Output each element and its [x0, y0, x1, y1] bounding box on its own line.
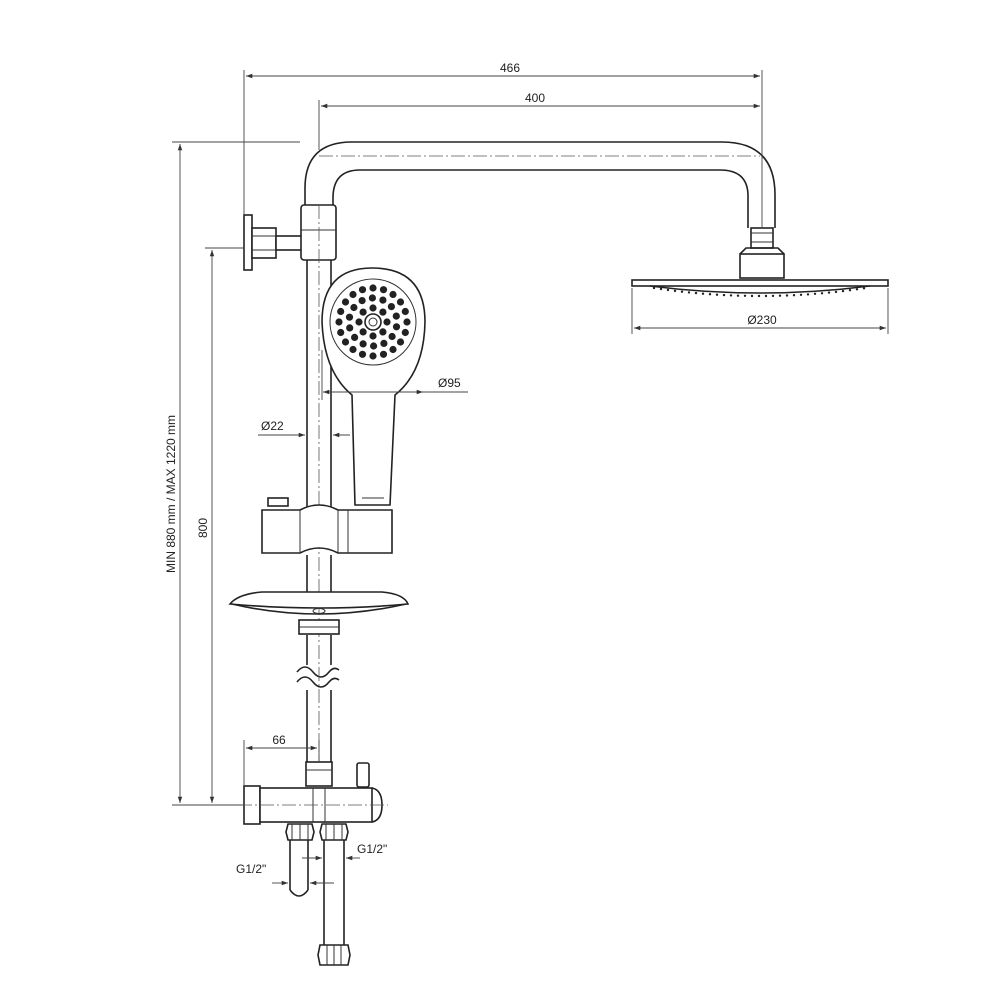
rain-nozzle-dot: [806, 293, 810, 296]
rain-nozzle-dot: [652, 286, 656, 290]
nozzle-dot: [387, 303, 395, 311]
rain-nozzle-dot: [862, 287, 866, 290]
rain-nozzle-dot: [855, 288, 859, 291]
hand-shower-holder: [261, 497, 393, 554]
nozzle-dot: [369, 304, 377, 312]
rain-nozzle-dot: [771, 294, 775, 298]
rain-shower-head: [631, 227, 889, 298]
inlet-connections: [285, 823, 351, 966]
nozzle-dot: [369, 284, 377, 292]
nozzle-dot: [341, 298, 350, 306]
rain-nozzle-dot: [715, 293, 719, 296]
dimension-lines: [172, 70, 889, 886]
nozzle-dot: [401, 328, 409, 337]
soap-dish: [228, 591, 410, 635]
rain-nozzle-dot: [757, 294, 761, 298]
nozzle-dot: [349, 290, 357, 299]
rain-nozzle-dot: [673, 289, 677, 293]
nozzle-dot: [341, 338, 350, 346]
nozzle-dot: [351, 333, 359, 341]
nozzle-dot: [359, 328, 367, 336]
nozzle-dot: [359, 340, 367, 348]
nozzle-dot: [370, 342, 378, 350]
nozzle-dot: [335, 318, 343, 326]
nozzle-dot: [379, 296, 387, 304]
nozzle-dot: [369, 332, 377, 340]
dim-label-height-range: MIN 880 mm / MAX 1220 mm: [164, 415, 178, 573]
wall-bracket-top: [243, 214, 305, 271]
rain-nozzle-dot: [701, 292, 705, 295]
dim-label-thread-right: G1/2": [357, 842, 387, 856]
rain-head-nozzles: [652, 286, 866, 298]
dim-label-hand-shower-diameter: Ø95: [438, 376, 461, 390]
nozzle-dot: [358, 286, 367, 294]
rain-nozzle-dot: [799, 293, 803, 296]
rain-nozzle-dot: [694, 291, 698, 295]
nozzle-dot: [359, 308, 367, 316]
nozzle-dot: [379, 350, 388, 358]
dim-label-rail-height: 800: [196, 518, 210, 538]
rain-nozzle-dot: [813, 292, 817, 295]
rain-nozzle-dot: [722, 293, 726, 297]
rain-nozzle-dot: [764, 294, 768, 298]
nozzle-dot: [392, 323, 401, 331]
hand-shower-nozzles: [335, 284, 411, 360]
rain-nozzle-dot: [792, 294, 796, 297]
nozzle-dot: [358, 350, 367, 358]
nozzle-dot: [369, 352, 377, 360]
rain-nozzle-dot: [736, 294, 740, 297]
rain-nozzle-dot: [687, 291, 691, 294]
rain-nozzle-dot: [659, 287, 663, 291]
dim-label-rail-diameter: Ø22: [261, 419, 284, 433]
dim-label-outlet-offset: 66: [272, 733, 286, 747]
rain-nozzle-dot: [729, 294, 733, 297]
nozzle-dot: [350, 303, 358, 312]
nozzle-dot: [383, 318, 391, 326]
overhead-arm: [304, 141, 776, 228]
nozzle-dot: [349, 345, 357, 354]
rain-nozzle-dot: [750, 294, 754, 298]
nozzle-dot: [401, 307, 409, 316]
nozzle-dot: [379, 328, 387, 336]
rain-nozzle-dot: [834, 290, 838, 294]
nozzle-dot: [358, 297, 366, 305]
rain-nozzle-dot: [785, 294, 789, 297]
rain-nozzle-dot: [841, 289, 845, 293]
nozzle-dot: [396, 298, 405, 306]
nozzle-dot: [392, 312, 400, 320]
nozzle-dot: [379, 308, 387, 316]
nozzle-dot: [388, 332, 396, 341]
rain-nozzle-dot: [666, 288, 670, 292]
nozzle-dot: [368, 294, 376, 302]
nozzle-dot: [379, 286, 388, 294]
rain-nozzle-dot: [708, 293, 712, 296]
dim-label-head-diameter: Ø230: [747, 313, 777, 327]
nozzle-dot: [345, 313, 354, 321]
nozzle-dot: [396, 338, 405, 346]
rain-nozzle-dot: [778, 294, 782, 297]
nozzle-dot: [389, 345, 397, 354]
dim-label-466: 466: [500, 61, 520, 75]
rain-nozzle-dot: [743, 294, 747, 297]
nozzle-dot: [346, 324, 354, 332]
nozzle-dot: [337, 307, 345, 316]
dim-label-thread-left: G1/2": [236, 862, 266, 876]
rain-nozzle-dot: [680, 290, 684, 293]
nozzle-dot: [355, 318, 363, 326]
rain-nozzle-dot: [848, 289, 852, 292]
nozzle-dot: [380, 339, 388, 347]
rain-nozzle-dot: [820, 292, 824, 295]
hand-shower: [321, 267, 426, 506]
mixer-valve: [238, 761, 388, 825]
nozzle-dot: [403, 318, 411, 326]
nozzle-dot: [337, 328, 345, 337]
nozzle-dot: [389, 290, 397, 299]
rain-nozzle-dot: [827, 291, 831, 294]
dim-label-400: 400: [525, 91, 545, 105]
